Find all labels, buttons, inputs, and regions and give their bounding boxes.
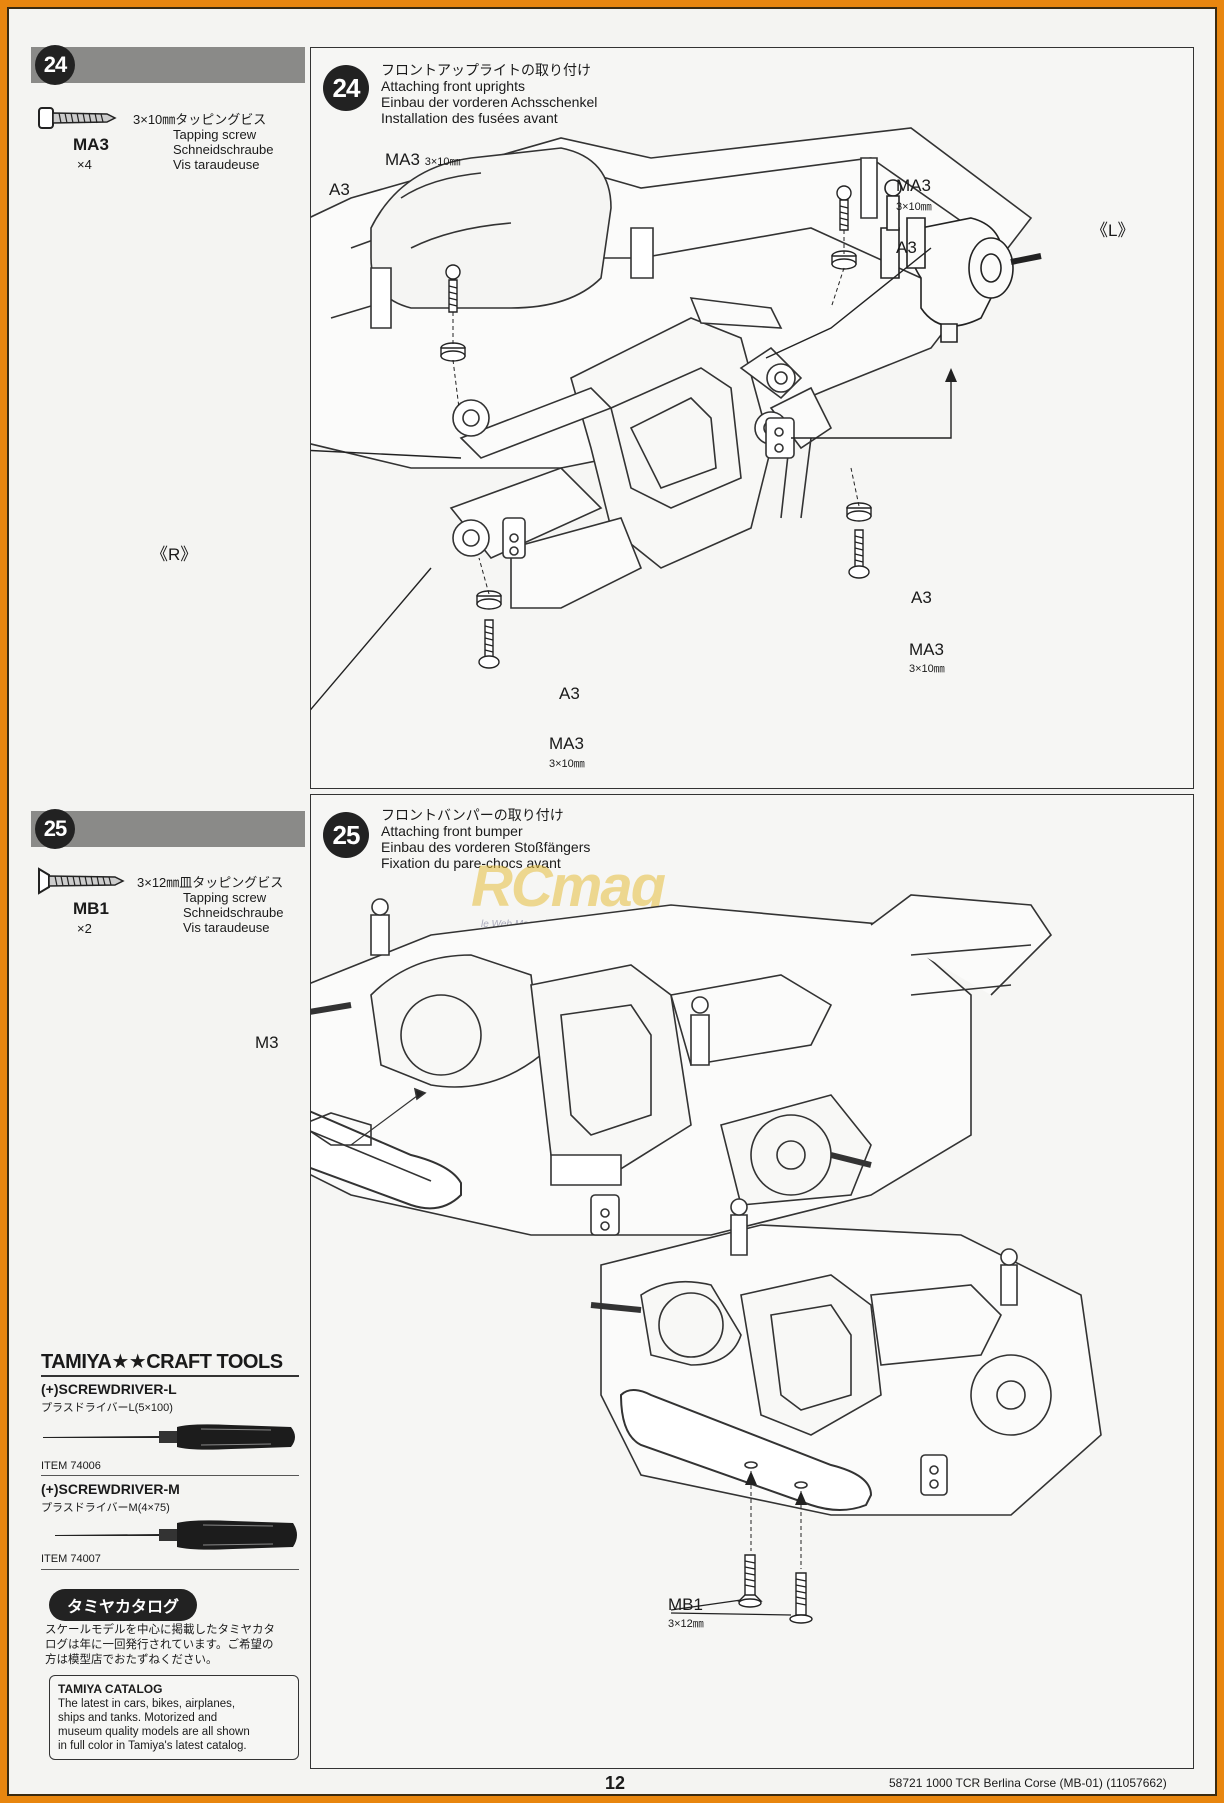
step25-callout-m3: M3 [255,1033,279,1052]
screwdriver-m-icon [55,1520,297,1550]
step25-callout-size: 3×12㎜ [668,1618,704,1630]
tool-divider-bottom [41,1569,299,1570]
step25-panel: 25 フロントバンパーの取り付け Attaching front bumper … [255,794,1195,1770]
kit-reference: 58721 1000 TCR Berlina Corse (MB-01) (11… [889,1776,1167,1790]
tool-screwdriver-m-jp: プラスドライバーM(4×75) [41,1502,170,1514]
step24-title-jp: フロントアップライトの取り付け [381,62,591,78]
step24-panel: 24 フロントアップライトの取り付け Attaching front uprig… [151,47,1195,790]
step24-part-name-de: Schneidschraube [173,142,274,157]
front-bumper-drawing [311,795,1195,1770]
step24-callout-ma3-right: MA3 [896,176,931,195]
catalog-box-title: TAMIYA CATALOG [58,1682,163,1696]
step24-callout-ma3-top-code: MA3 [385,150,420,169]
screwdriver-l-icon [43,1424,295,1450]
step24-callout-a3-lower-right: A3 [911,588,932,607]
step24-callout-a3-topleft: A3 [329,180,350,199]
catalog-box-line4: in full color in Tamiya's latest catalog… [58,1740,247,1752]
step24-callout-a3-right: A3 [896,238,917,257]
catalog-jp-line1: スケールモデルを中心に掲載したタミヤカタ [45,1624,275,1636]
step24-title-fr: Installation des fusées avant [381,110,558,126]
step25-title: フロントバンパーの取り付け Attaching front bumper Ein… [381,807,590,871]
step24-callout-r: 《R》 [151,545,198,564]
step25-part-size-jp: 3×12㎜皿タッピングビス [137,875,284,890]
tool-screwdriver-l-item: ITEM 74006 [41,1460,101,1472]
step24-panel-badge: 24 [323,65,369,111]
step24-callout-size-right: 3×10㎜ [896,201,932,213]
step25-part-qty: ×2 [77,921,92,936]
step24-callout-ma3-lower-right: MA3 [909,640,944,659]
rcmag-watermark: RCmag [471,854,666,919]
step25-title-jp: フロントバンパーの取り付け [381,807,564,823]
step24-callout-size-lower-right: 3×10㎜ [909,663,945,675]
step24-part-qty: ×4 [77,157,92,172]
step24-part-code: MA3 [73,135,109,154]
tool-screwdriver-l-name: (+)SCREWDRIVER-L [41,1381,177,1397]
step24-part-size-jp: 3×10㎜タッピングビス [133,112,267,127]
step24-callout-a3-lower-left: A3 [559,684,580,703]
step25-part-name-fr: Vis taraudeuse [183,920,270,935]
catalog-jp-line2: ログは年に一回発行されています。ご希望の [45,1639,274,1651]
step25-title-fr: Fixation du pare-chocs avant [381,855,561,871]
step25-panel-badge: 25 [323,812,369,858]
step25-sidebar-badge: 25 [35,809,75,849]
front-chassis-drawing [311,48,1195,790]
step24-callout-ma3-top: MA3 3×10㎜ [385,150,460,170]
instruction-page: 24 MA3 ×4 3×10㎜タッピングビス Tapping screw Sch… [7,7,1217,1796]
tool-screwdriver-l-jp: プラスドライバーL(5×100) [41,1402,173,1414]
catalog-pill: タミヤカタログ [49,1589,198,1621]
step24-callout-size-lower-left: 3×10㎜ [549,758,585,770]
step24-title-de: Einbau der vorderen Achsschenkel [381,94,598,110]
catalog-jp-line3: 方は模型店でおたずねください。 [45,1654,218,1666]
step25-sidebar-header [31,811,305,847]
step24-callout-ma3-lower-left: MA3 [549,734,584,753]
page-number: 12 [605,1773,626,1793]
step24-sidebar-header [31,47,305,83]
catalog-box-line1: The latest in cars, bikes, airplanes, [58,1698,236,1710]
step24-part-name-en: Tapping screw [173,127,257,142]
tool-screwdriver-m-item: ITEM 74007 [41,1553,101,1565]
step25-part-code: MB1 [73,899,109,918]
catalog-box: TAMIYA CATALOG The latest in cars, bikes… [49,1675,299,1760]
step25-title-de: Einbau des vorderen Stoßfängers [381,839,591,855]
step24-callout-ma3-top-size: 3×10㎜ [424,156,461,168]
tool-divider [41,1475,299,1476]
catalog-box-line3: museum quality models are all shown [58,1726,250,1738]
catalog-box-line2: ships and tanks. Motorized and [58,1712,218,1724]
craft-tools-divider [41,1375,299,1377]
step25-part-name-en: Tapping screw [183,890,267,905]
step24-title: フロントアップライトの取り付け Attaching front uprights… [381,62,597,126]
tapping-screw-icon [37,105,117,131]
step24-part-name-fr: Vis taraudeuse [173,157,260,172]
step25-callout-mb1: MB1 [668,1595,703,1614]
step24-part-names: 3×10㎜タッピングビス Tapping screw Schneidschrau… [133,112,273,172]
step24-sidebar-badge: 24 [35,45,75,85]
step25-part-name-de: Schneidschraube [183,905,284,920]
step24-callout-l: 《L》 [1091,221,1135,240]
craft-tools-title: TAMIYA★★CRAFT TOOLS [41,1351,283,1373]
step25-title-en: Attaching front bumper [381,823,523,839]
step25-part-names: 3×12㎜皿タッピングビス Tapping screw Schneidschra… [137,875,283,935]
countersunk-screw-icon [37,867,127,895]
tool-screwdriver-m-name: (+)SCREWDRIVER-M [41,1481,180,1497]
catalog-jp-text: スケールモデルを中心に掲載したタミヤカタ ログは年に一回発行されています。ご希望… [45,1623,307,1668]
step24-title-en: Attaching front uprights [381,78,525,94]
